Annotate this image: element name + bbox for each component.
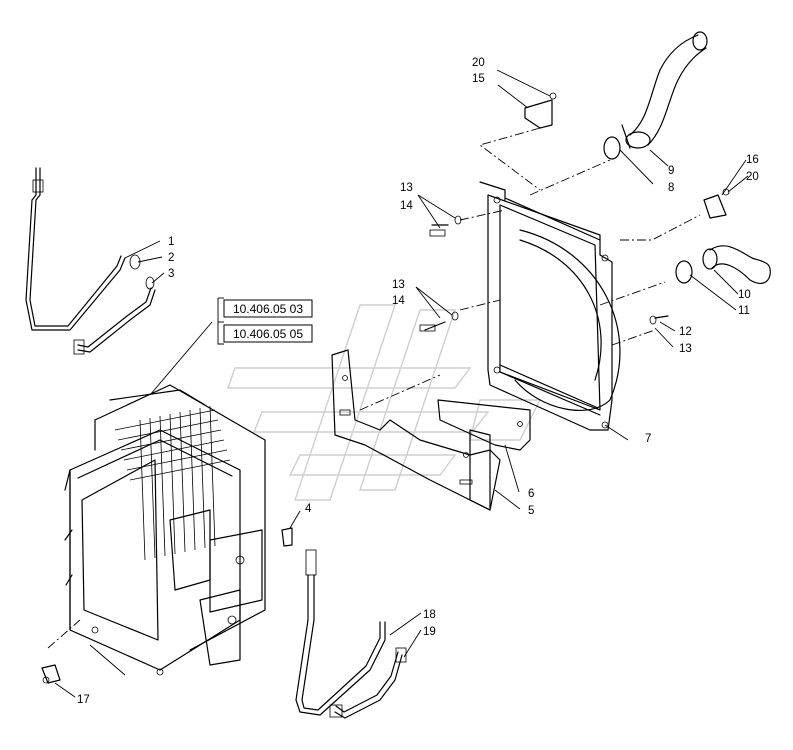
callout-19: 19 — [423, 626, 436, 638]
assembly-lines — [47, 127, 701, 649]
callout-11: 11 — [738, 305, 750, 317]
reference-box-group: 10.406.05 03 10.406.05 05 — [149, 297, 313, 396]
callout-13-mid: 13 — [392, 279, 405, 291]
oil-pipe-left — [25, 167, 156, 355]
callout-14-mid: 14 — [392, 295, 405, 307]
callout-17: 17 — [77, 694, 90, 706]
callout-9: 9 — [668, 165, 674, 177]
callout-2: 2 — [168, 252, 174, 264]
callout-13-top: 13 — [400, 182, 413, 194]
reference-code-2[interactable]: 10.406.05 05 — [233, 327, 303, 341]
fasteners — [41, 92, 730, 684]
reference-box-2[interactable] — [223, 324, 313, 343]
reference-code-1[interactable]: 10.406.05 03 — [233, 302, 303, 316]
callout-4: 4 — [305, 503, 312, 515]
callout-6: 6 — [528, 488, 534, 500]
radiator-assembly — [64, 384, 266, 676]
upper-hose — [603, 31, 708, 160]
callout-20-top: 20 — [472, 57, 485, 69]
callout-12: 12 — [679, 326, 692, 338]
callout-14-top: 14 — [400, 200, 413, 212]
callout-15: 15 — [472, 73, 485, 85]
callout-1: 1 — [168, 236, 174, 248]
watermark-logo — [227, 304, 542, 501]
callout-16: 16 — [746, 154, 759, 166]
callout-18: 18 — [423, 609, 436, 621]
oil-pipe-bottom — [295, 549, 407, 719]
callout-8: 8 — [668, 182, 674, 194]
callout-10: 10 — [738, 289, 751, 301]
callout-13-right: 13 — [679, 343, 692, 355]
callout-3: 3 — [168, 268, 174, 280]
callout-7: 7 — [645, 433, 651, 445]
shroud-brackets — [331, 349, 531, 511]
leader-lines — [54, 69, 749, 698]
reference-box-1[interactable] — [223, 299, 313, 318]
callout-labels: 1 2 3 20 15 16 20 13 14 13 14 9 8 10 11 … — [77, 57, 759, 706]
callout-5: 5 — [528, 505, 534, 517]
lower-hose — [675, 245, 771, 285]
radiator-fins — [114, 405, 231, 561]
callout-20-right: 20 — [746, 171, 759, 183]
fan-shroud — [479, 181, 629, 441]
